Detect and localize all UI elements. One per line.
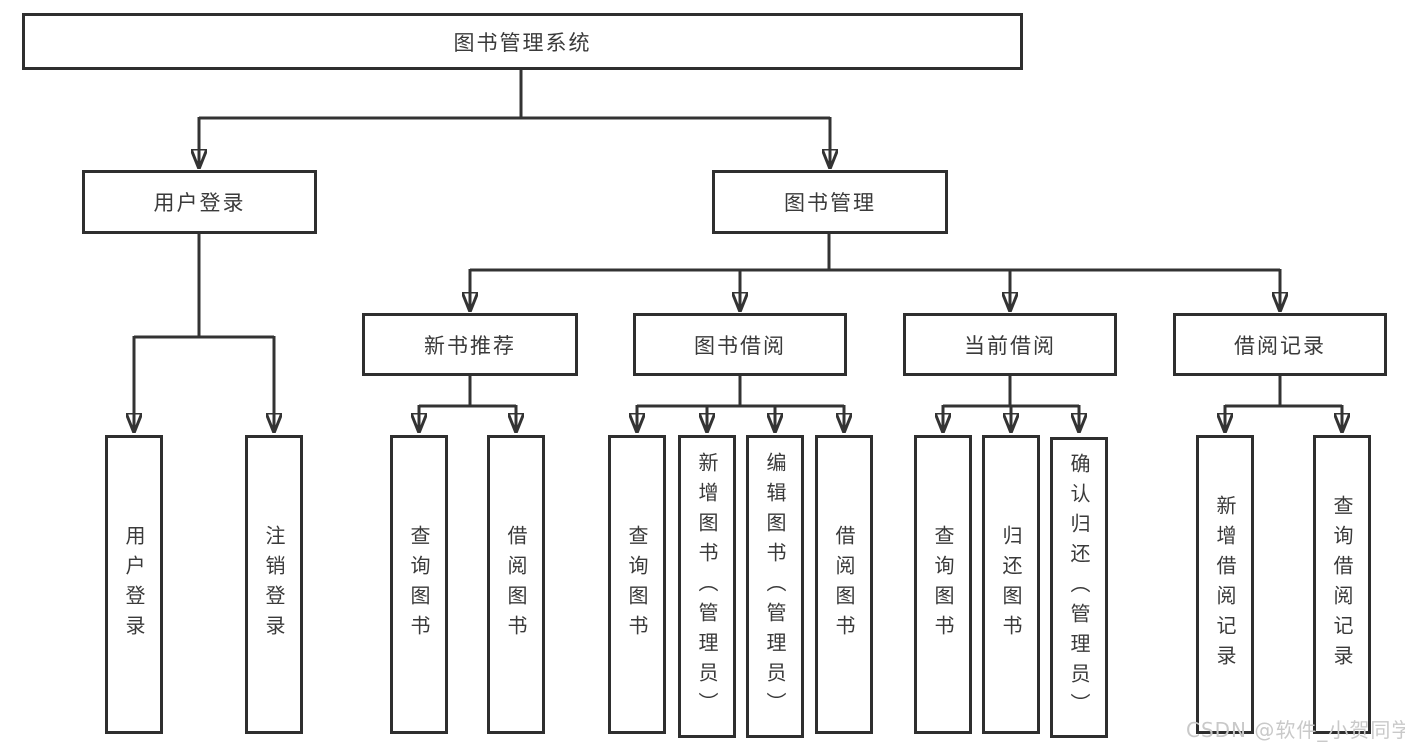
leaf-user-login-label: 用户登录: [122, 524, 146, 645]
leaf-confirm-return-admin-label: 确认归还（管理员）: [1067, 452, 1091, 723]
node-system-root: 图书管理系统: [22, 13, 1023, 70]
leaf-newrec-borrow-books: 借阅图书: [487, 435, 545, 734]
leaf-confirm-return-admin: 确认归还（管理员）: [1050, 437, 1108, 738]
csdn-watermark: CSDN @软件_小贺同学: [1186, 718, 1405, 742]
node-current-borrow: 当前借阅: [903, 313, 1117, 376]
node-system-root-label: 图书管理系统: [453, 30, 592, 55]
leaf-user-login: 用户登录: [105, 435, 163, 734]
leaf-borrow-query-books: 查询图书: [608, 435, 666, 734]
leaf-logout-label: 注销登录: [262, 524, 286, 645]
leaf-current-query-books: 查询图书: [914, 435, 972, 734]
connector-book-borrow: [637, 376, 844, 408]
leaf-add-books-admin: 新增图书（管理员）: [678, 435, 736, 738]
node-book-borrow-label: 图书借阅: [694, 333, 786, 358]
node-new-book-recommend-label: 新书推荐: [424, 333, 516, 358]
leaf-edit-books-admin-label: 编辑图书（管理员）: [763, 451, 787, 722]
leaf-borrow-query-books-label: 查询图书: [625, 524, 649, 645]
node-current-borrow-label: 当前借阅: [964, 333, 1056, 358]
connector-book-mgmt: [470, 234, 1280, 272]
leaf-current-query-books-label: 查询图书: [931, 524, 955, 645]
leaf-return-books: 归还图书: [982, 435, 1040, 734]
leaf-add-borrow-record-label: 新增借阅记录: [1213, 494, 1237, 675]
node-book-management: 图书管理: [712, 170, 948, 234]
connector-root: [199, 70, 830, 120]
leaf-newrec-borrow-books-label: 借阅图书: [504, 524, 528, 645]
connector-user-login: [134, 234, 274, 339]
node-book-management-label: 图书管理: [784, 191, 876, 215]
leaf-add-books-admin-label: 新增图书（管理员）: [695, 451, 719, 722]
leaf-logout: 注销登录: [245, 435, 303, 734]
leaf-borrow-books-label: 借阅图书: [832, 524, 856, 645]
node-new-book-recommend: 新书推荐: [362, 313, 578, 376]
leaf-newrec-query-books: 查询图书: [390, 435, 448, 734]
node-user-login-label: 用户登录: [153, 191, 246, 215]
node-book-borrow: 图书借阅: [633, 313, 847, 376]
leaf-edit-books-admin: 编辑图书（管理员）: [746, 435, 804, 738]
leaf-newrec-query-books-label: 查询图书: [407, 524, 431, 645]
connector-borrow-records: [1225, 376, 1342, 408]
node-borrow-records-label: 借阅记录: [1234, 333, 1326, 358]
leaf-return-books-label: 归还图书: [999, 524, 1023, 645]
leaf-query-borrow-record-label: 查询借阅记录: [1330, 494, 1354, 675]
leaf-borrow-books: 借阅图书: [815, 435, 873, 734]
node-borrow-records: 借阅记录: [1173, 313, 1387, 376]
leaf-add-borrow-record: 新增借阅记录: [1196, 435, 1254, 734]
node-user-login: 用户登录: [82, 170, 317, 234]
connector-current-borrow: [943, 376, 1079, 408]
connector-new-books: [419, 376, 516, 408]
leaf-query-borrow-record: 查询借阅记录: [1313, 435, 1371, 734]
